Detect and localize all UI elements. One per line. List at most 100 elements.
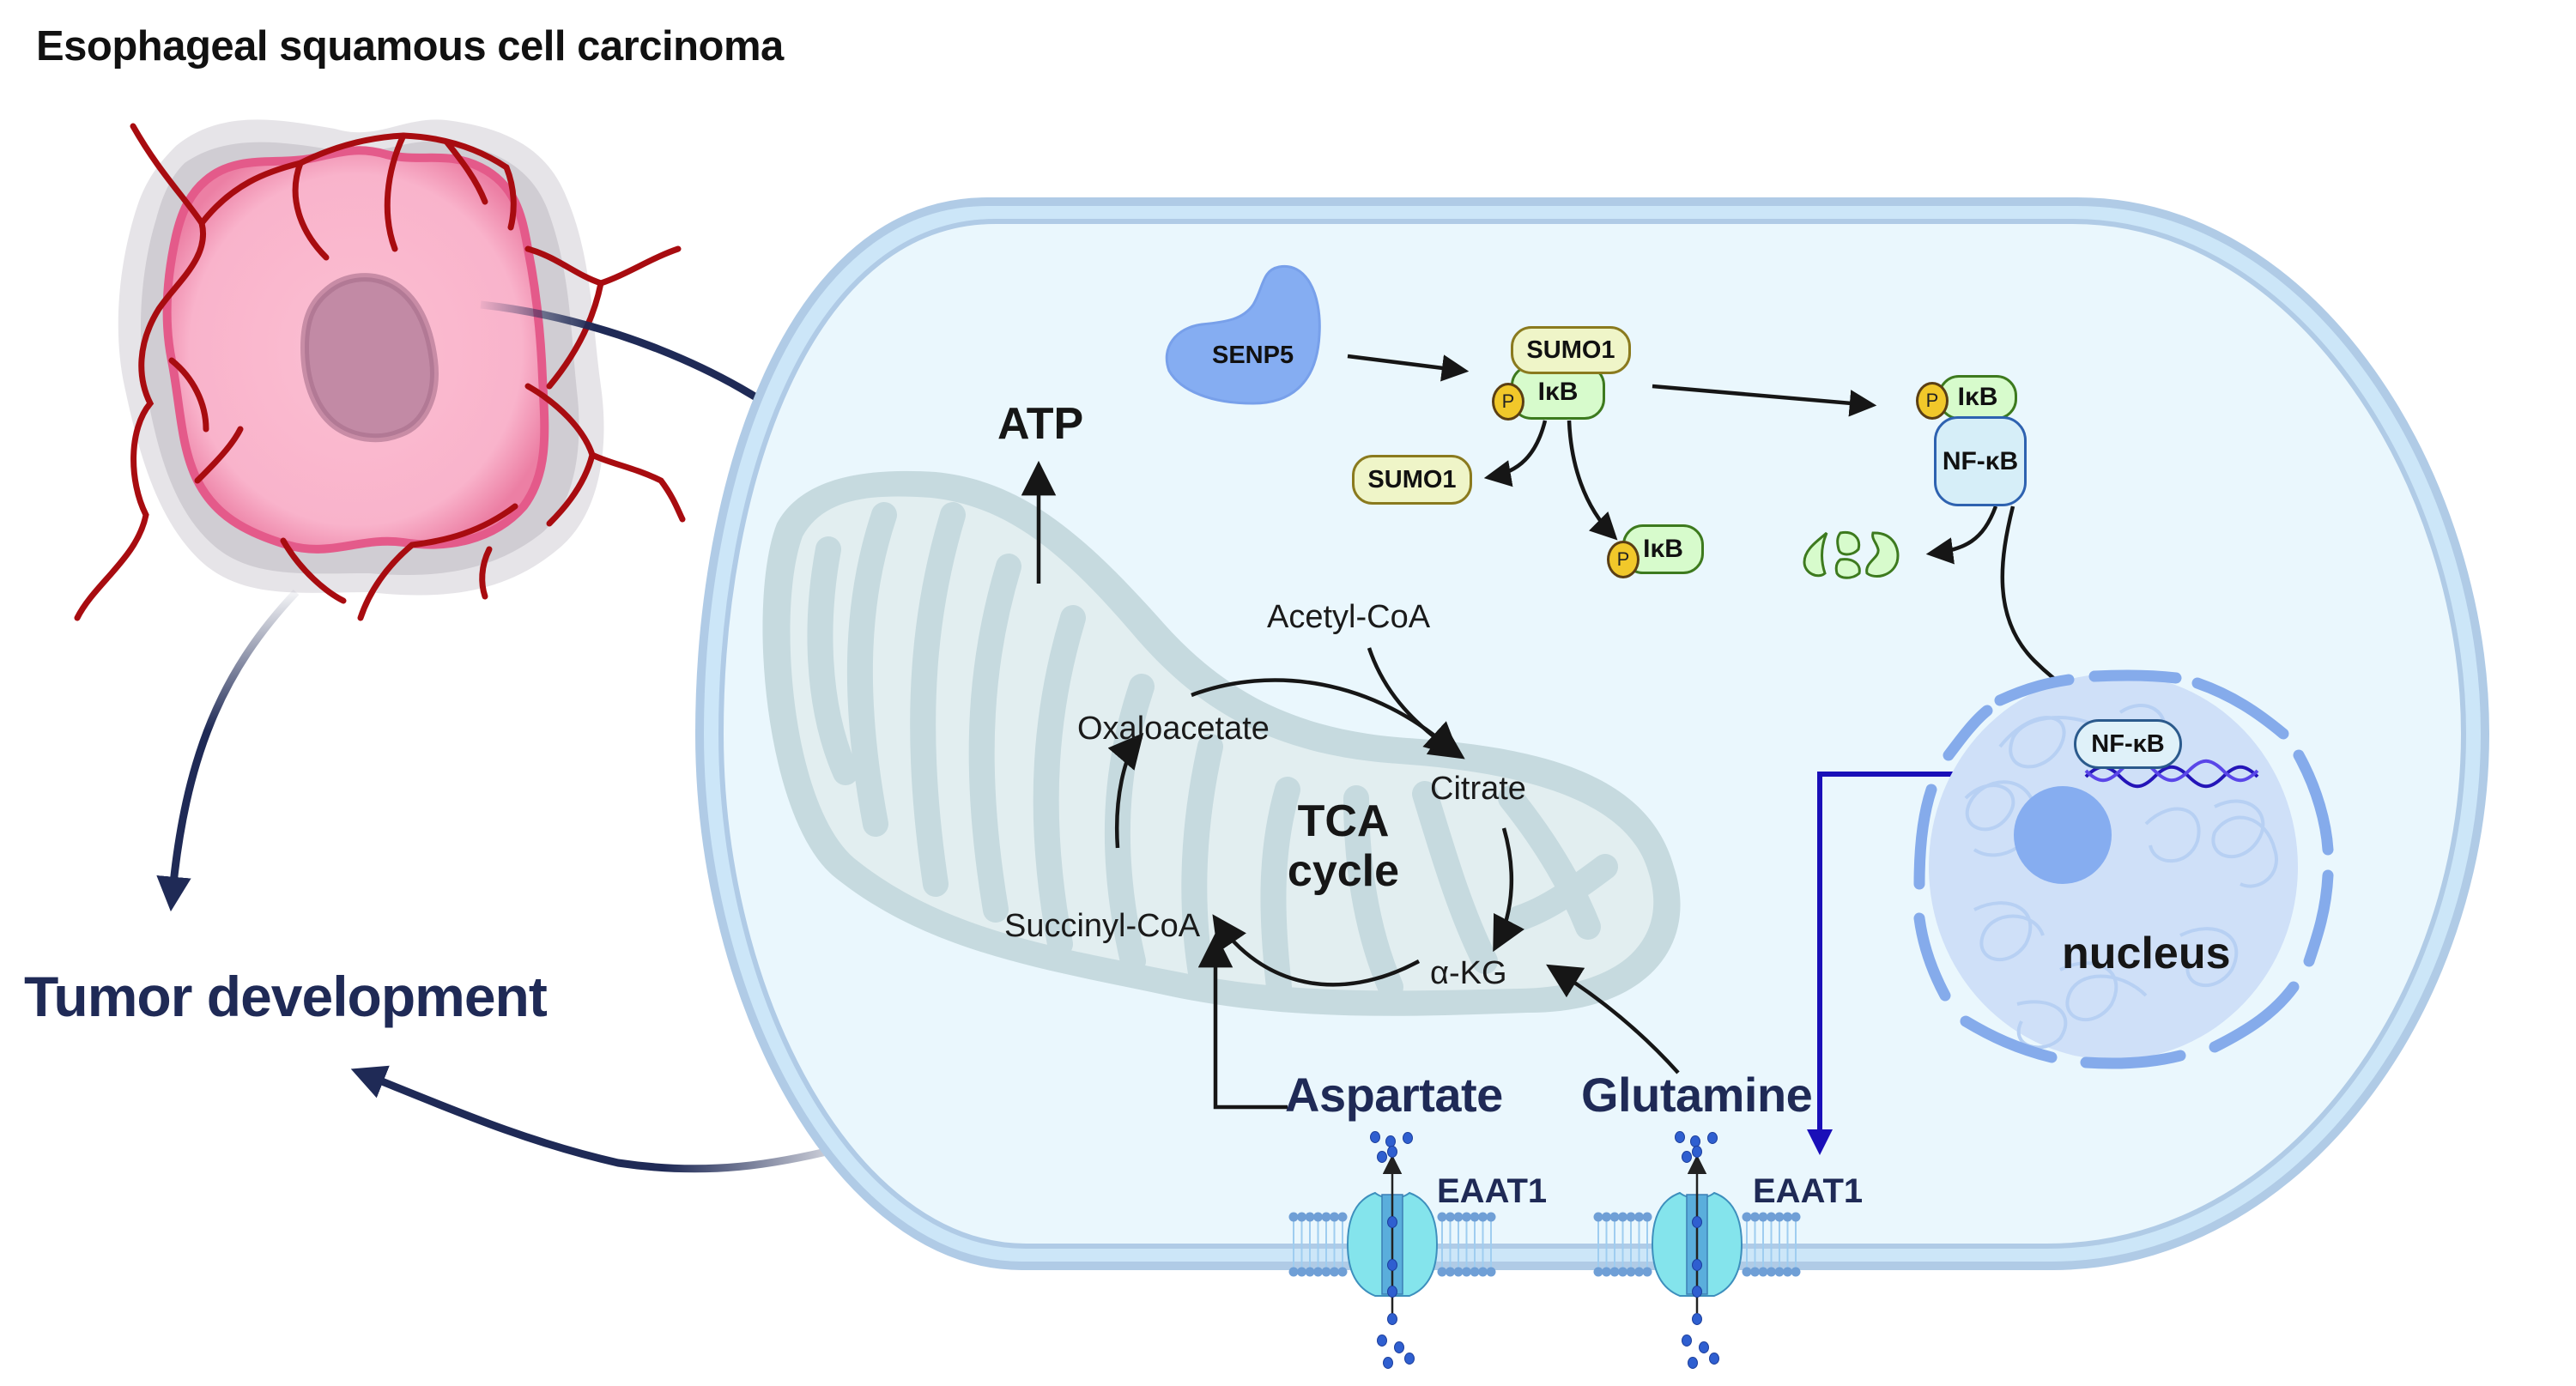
nucleus-label: nucleus bbox=[2062, 929, 2231, 978]
lipid-head bbox=[1288, 1212, 1299, 1222]
substrate-molecule bbox=[1387, 1313, 1397, 1325]
tumor-blood-vessels bbox=[74, 123, 686, 621]
lipid-head bbox=[1758, 1212, 1768, 1222]
phosphate-label: P bbox=[1925, 390, 1939, 411]
lipid-head bbox=[1634, 1267, 1644, 1277]
signalling-arrows bbox=[1021, 354, 2122, 720]
eaat1-transporter bbox=[1288, 1131, 1496, 1369]
lipid-head bbox=[1330, 1267, 1339, 1277]
lipid-head bbox=[1602, 1212, 1611, 1222]
eaat1-transporter bbox=[1593, 1131, 1801, 1369]
lipid-head bbox=[1486, 1212, 1496, 1222]
phosphate-icon: P bbox=[1916, 382, 1949, 420]
substrate-molecule bbox=[1385, 1135, 1396, 1147]
lipid-head bbox=[1313, 1267, 1323, 1277]
lipid-head bbox=[1593, 1212, 1603, 1222]
complex-to-sumo1-arrow bbox=[1483, 420, 1548, 487]
tca-cycle-line2: cycle bbox=[1287, 846, 1400, 897]
mitochondrion bbox=[762, 470, 1681, 1016]
lipid-head bbox=[1742, 1212, 1752, 1222]
phosphate-label: P bbox=[1616, 548, 1630, 570]
aspartate-label: Aspartate bbox=[1285, 1068, 1503, 1122]
released-sumo1-label: SUMO1 bbox=[1367, 465, 1457, 493]
oxaloacetate-label: Oxaloacetate bbox=[1077, 711, 1270, 747]
released-sumo1: SUMO1 bbox=[1352, 455, 1472, 505]
lipid-head bbox=[1470, 1212, 1480, 1222]
lipid-head bbox=[1305, 1212, 1315, 1222]
complex-sumo1-label: SUMO1 bbox=[1526, 336, 1615, 364]
lipid-head bbox=[1297, 1212, 1306, 1222]
substrate-molecule bbox=[1370, 1131, 1380, 1143]
lipid-head bbox=[1618, 1212, 1627, 1222]
lipid-head bbox=[1758, 1267, 1768, 1277]
cell-to-development-arrow bbox=[350, 1065, 869, 1173]
lipid-head bbox=[1288, 1267, 1299, 1277]
substrate-molecule bbox=[1692, 1286, 1702, 1298]
senp5-label: SENP5 bbox=[1212, 342, 1294, 369]
released-ikb-label: IκB bbox=[1643, 535, 1683, 563]
lipid-head bbox=[1478, 1267, 1488, 1277]
lipid-head bbox=[1791, 1212, 1801, 1222]
lipid-head bbox=[1750, 1267, 1760, 1277]
substrate-molecule bbox=[1675, 1131, 1685, 1143]
nfkb-complex-ikb-label: IκB bbox=[1957, 383, 1998, 411]
substrate-molecule bbox=[1394, 1341, 1404, 1353]
lipid-head bbox=[1626, 1267, 1636, 1277]
substrate-molecule bbox=[1383, 1357, 1393, 1369]
substrate-molecule bbox=[1387, 1146, 1397, 1158]
nfkb-to-degradation-arrow bbox=[1925, 505, 1998, 565]
lipid-head bbox=[1609, 1267, 1620, 1277]
lipid-head bbox=[1337, 1212, 1348, 1222]
citrate-label: Citrate bbox=[1430, 771, 1526, 807]
lipid-head bbox=[1618, 1267, 1627, 1277]
lipid-head bbox=[1297, 1267, 1306, 1277]
lipid-head bbox=[1486, 1267, 1496, 1277]
complex-to-ikb-arrow bbox=[1567, 420, 1618, 541]
tca-cycle-line1: TCA bbox=[1297, 796, 1390, 846]
senp5-protein-shape bbox=[1165, 264, 1321, 405]
lipid-head bbox=[1593, 1267, 1603, 1277]
lipid-head bbox=[1470, 1267, 1480, 1277]
eaat1-transporter-label: EAAT1 bbox=[1753, 1172, 1864, 1210]
lipid-head bbox=[1767, 1212, 1776, 1222]
glutamine-label: Glutamine bbox=[1581, 1068, 1813, 1122]
lipid-head bbox=[1774, 1212, 1785, 1222]
complex-to-nfkb-arrow bbox=[1652, 384, 1877, 417]
substrate-molecule bbox=[1387, 1216, 1397, 1228]
lipid-head bbox=[1437, 1267, 1447, 1277]
nucleolus bbox=[2014, 786, 2112, 884]
lipid-head bbox=[1462, 1212, 1471, 1222]
tca-cycle-label: TCA cycle bbox=[1279, 796, 1408, 896]
lipid-head bbox=[1750, 1212, 1760, 1222]
complex-ikb-label: IκB bbox=[1537, 378, 1579, 406]
figure-title: Esophageal squamous cell carcinoma bbox=[36, 23, 784, 70]
substrate-molecule bbox=[1387, 1259, 1397, 1271]
glutamine-to-akg-arrow bbox=[1546, 964, 1680, 1074]
transporters bbox=[1288, 1131, 1801, 1369]
lipid-head bbox=[1437, 1212, 1447, 1222]
lipid-head bbox=[1321, 1212, 1331, 1222]
acetyl-coa-label: Acetyl-CoA bbox=[1267, 599, 1431, 635]
nucleus-body bbox=[1929, 674, 2298, 1060]
lipid-head bbox=[1626, 1212, 1636, 1222]
succinyl-coa-label: Succinyl-CoA bbox=[1004, 908, 1201, 944]
complex-sumo1: SUMO1 bbox=[1511, 326, 1631, 374]
substrate-molecule bbox=[1387, 1286, 1397, 1298]
lipid-head bbox=[1609, 1212, 1620, 1222]
lipid-head bbox=[1446, 1212, 1455, 1222]
tca-cycle-arrows bbox=[1107, 647, 1680, 1110]
substrate-molecule bbox=[1692, 1216, 1702, 1228]
tumor-illustration bbox=[74, 119, 686, 621]
tumor-to-development-arrow bbox=[156, 589, 300, 912]
lipid-head bbox=[1642, 1212, 1652, 1222]
lipid-head bbox=[1313, 1212, 1323, 1222]
lipid-head bbox=[1453, 1267, 1464, 1277]
citrate-to-akg-arrow bbox=[1493, 827, 1524, 953]
substrate-molecule bbox=[1682, 1151, 1692, 1163]
substrate-molecule bbox=[1707, 1132, 1718, 1144]
substrate-molecule bbox=[1692, 1313, 1702, 1325]
substrate-molecule bbox=[1709, 1353, 1719, 1365]
succinylcoa-to-oxaloacetate-arrow bbox=[1107, 732, 1144, 849]
